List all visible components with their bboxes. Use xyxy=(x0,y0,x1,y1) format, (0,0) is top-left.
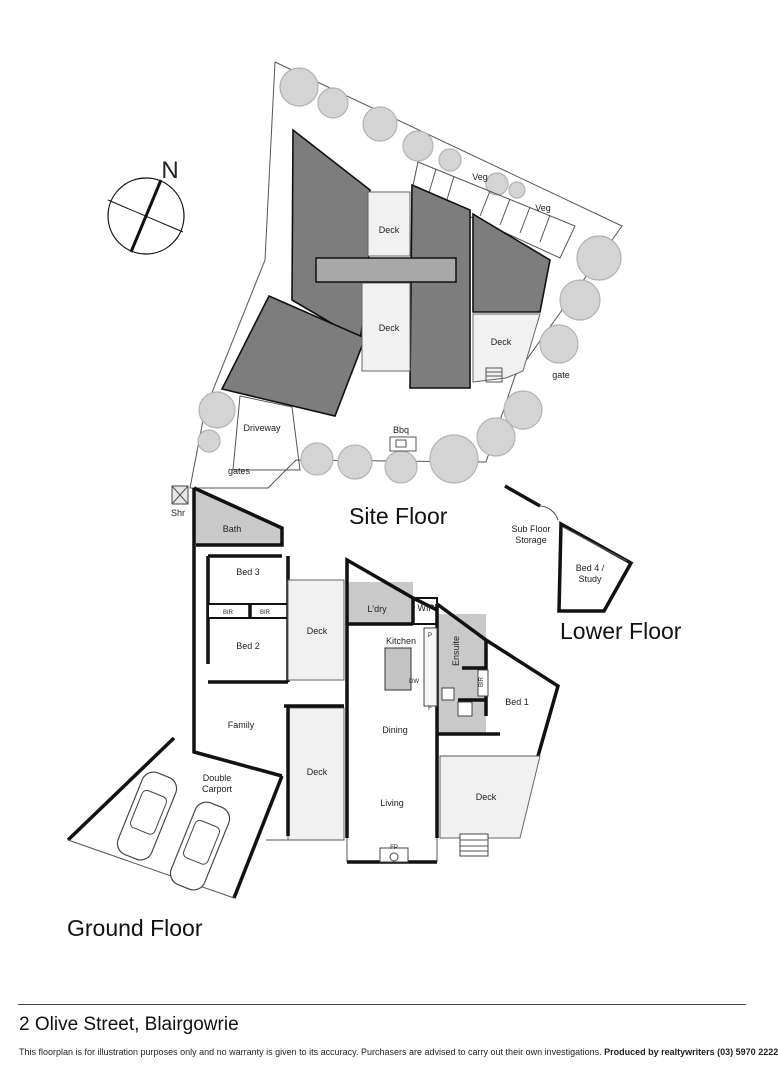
ensuite-vanity xyxy=(441,687,455,701)
roof-right xyxy=(472,212,551,313)
shr-label: Shr xyxy=(171,508,185,518)
pantry-label: P xyxy=(428,633,432,639)
car-left xyxy=(116,771,178,861)
gate-label: gate xyxy=(552,370,570,380)
ground-floor-title: Ground Floor xyxy=(67,915,203,941)
site-deck-middle-label: Deck xyxy=(379,323,400,333)
right-wing-walls xyxy=(435,602,561,757)
bed4-walls xyxy=(557,521,634,613)
carport-label-2: Carport xyxy=(202,784,233,794)
bbq-label: Bbq xyxy=(393,425,409,435)
site-deck-upper-label: Deck xyxy=(379,225,400,235)
bed3-label: Bed 3 xyxy=(236,567,260,577)
property-address: 2 Olive Street, Blairgowrie xyxy=(19,1014,239,1035)
compass-north-label: N xyxy=(161,157,178,184)
bbq-unit xyxy=(389,436,417,452)
roof-left-wing xyxy=(291,128,371,342)
site-deck-right xyxy=(472,313,541,383)
bir-c-label: BIR xyxy=(479,676,485,687)
deck-left-upper-label: Deck xyxy=(307,626,328,636)
site-plan: N Deck Deck Deck Veg Veg Driveway Bbq ga… xyxy=(107,61,623,529)
bed4-label-2: Study xyxy=(578,574,602,584)
fireplace xyxy=(379,847,409,863)
bir-a-label: BIR xyxy=(223,610,234,616)
bath-floor xyxy=(194,490,282,545)
lower-floor-title: Lower Floor xyxy=(560,618,682,644)
bed2-label: Bed 2 xyxy=(236,641,260,651)
dw-label: DW xyxy=(409,679,419,685)
veg-label-2: Veg xyxy=(535,203,551,213)
fridge-label: F xyxy=(428,706,432,712)
carport-label-1: Double xyxy=(203,773,232,783)
sub-floor-label-2: Storage xyxy=(515,535,547,545)
left-wing-walls xyxy=(192,488,283,778)
ground-floor-plan: Shr Bath Bed 3 BIR BIR Bed 2 Deck Family… xyxy=(66,485,561,941)
trees xyxy=(197,67,622,484)
driveway-label: Driveway xyxy=(243,423,281,433)
bir-b-label: BIR xyxy=(260,610,271,616)
site-deck-middle xyxy=(361,282,411,372)
family-label: Family xyxy=(228,720,255,730)
site-steps xyxy=(485,367,503,383)
carport-walls xyxy=(66,736,176,842)
gates-label: gates xyxy=(228,466,251,476)
veg-beds xyxy=(411,161,576,259)
ldry-label: L'dry xyxy=(367,604,387,614)
compass-ring xyxy=(107,177,185,255)
veg-label-1: Veg xyxy=(472,172,488,182)
central-walls xyxy=(345,556,438,838)
roof-garage xyxy=(220,294,367,417)
ensuite-bir xyxy=(477,669,489,697)
kitchen-bench xyxy=(423,627,438,707)
living-label: Living xyxy=(380,798,404,808)
deck-right-label: Deck xyxy=(476,792,497,802)
producer-credit: Produced by realtywriters (03) 5970 2222 xyxy=(604,1047,778,1057)
disclaimer-body: This floorplan is for illustration purpo… xyxy=(19,1047,602,1057)
sub-floor-label-1: Sub Floor xyxy=(511,524,550,534)
sub-floor-wall xyxy=(504,484,541,508)
site-driveway xyxy=(232,395,301,471)
ensuite-label: Ensuite xyxy=(451,636,461,666)
bath-label: Bath xyxy=(223,524,242,534)
footer-divider xyxy=(18,1004,746,1005)
deck-left-lower xyxy=(287,707,345,841)
roof-centre xyxy=(409,183,471,389)
ensuite-shower xyxy=(457,701,473,717)
fp-label: FP xyxy=(390,845,398,851)
lower-floor-plan: Sub Floor Storage Bed 4 / Study Lower Fl… xyxy=(504,484,682,644)
site-deck-right-label: Deck xyxy=(491,337,512,347)
bed1-label: Bed 1 xyxy=(505,697,529,707)
deck-left-lower-label: Deck xyxy=(307,767,328,777)
car-right xyxy=(169,801,231,891)
deck-steps xyxy=(459,833,489,857)
site-deck-upper xyxy=(367,191,411,257)
wip-label: WIP xyxy=(418,603,435,613)
kitchen-label: Kitchen xyxy=(386,636,416,646)
disclaimer-text: This floorplan is for illustration purpo… xyxy=(19,1047,778,1057)
ldry-floor xyxy=(347,582,413,624)
site-walkway xyxy=(315,257,457,283)
dining-label: Dining xyxy=(382,725,408,735)
bir-block xyxy=(207,603,289,619)
deck-left-upper xyxy=(287,579,345,681)
site-floor-title: Site Floor xyxy=(349,503,448,529)
kitchen-island xyxy=(384,647,412,691)
bed4-label-1: Bed 4 / xyxy=(576,563,605,573)
